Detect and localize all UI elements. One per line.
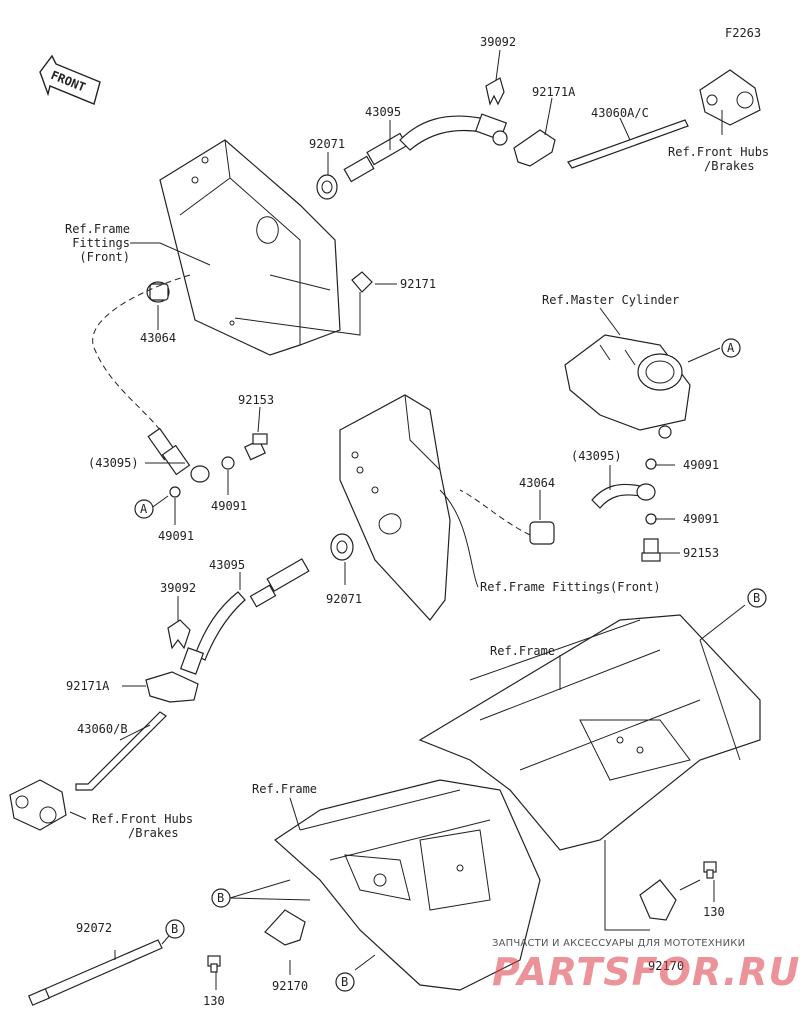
ref-frame-2: Ref.Frame: [252, 782, 317, 796]
ref-frame-1: Ref.Frame: [490, 644, 555, 658]
svg-text:B: B: [217, 891, 224, 905]
lower-frame: [274, 779, 541, 991]
right-hose-end: [591, 483, 641, 509]
svg-text:A: A: [140, 502, 148, 516]
label-92153-left: 92153: [238, 393, 274, 407]
front-direction-arrow: FRONT: [39, 54, 101, 105]
label-92153-right: 92153: [683, 546, 719, 560]
figure-code: F2263: [725, 26, 761, 40]
svg-text:B: B: [171, 922, 178, 936]
clamp-92170-right: [639, 879, 677, 921]
brake-pipe-43060B: [75, 711, 167, 791]
callout-a-left: A: [134, 499, 154, 519]
label-43064-left: 43064: [140, 331, 176, 345]
washer-49091-right-b: [645, 513, 657, 525]
svg-text:B: B: [753, 591, 760, 605]
watermark-logo: PARTSFOR.RU: [492, 950, 800, 994]
bolt-92153-left: [243, 433, 268, 461]
label-130-right: 130: [703, 905, 725, 919]
label-92170-right: 92170: [648, 959, 684, 973]
clip-39092-top: [485, 77, 505, 106]
grommet-43064-left: [146, 281, 170, 303]
label-43060B: 43060/B: [77, 722, 128, 736]
callout-b-tie: B: [165, 919, 185, 939]
bolt-92153-right: [641, 538, 661, 562]
label-92171A-top: 92171A: [532, 85, 576, 99]
upper-brake-hose: [343, 113, 508, 183]
front-hub-top: [699, 69, 761, 126]
upper-frame-bracket: [159, 139, 341, 356]
svg-text:B: B: [341, 975, 348, 989]
callout-b-top-right: B: [747, 588, 767, 608]
label-39092-top: 39092: [480, 35, 516, 49]
upper-grommet-92071: [316, 174, 338, 200]
middle-grommet-92071: [330, 533, 354, 561]
front-hub-bottom: [9, 779, 67, 831]
hose-route-left: [92, 274, 191, 431]
brake-pipe-43060AC: [567, 119, 689, 169]
middle-frame-bracket: [339, 394, 451, 621]
label-43064-right: 43064: [519, 476, 555, 490]
label-39092-mid: 39092: [160, 581, 196, 595]
label-43095-mid: 43095: [209, 558, 245, 572]
ref-frame-fittings-front-2: Ref.Frame Fittings(Front): [480, 580, 661, 594]
ref-front-hubs-brakes-top: Ref.Front Hubs/Brakes: [668, 145, 769, 173]
svg-text:A: A: [727, 341, 735, 355]
label-92171A-mid: 92171A: [66, 679, 110, 693]
label-130-left: 130: [203, 994, 225, 1008]
washer-49091-left-a: [221, 456, 235, 470]
bracket-92171A-mid: [145, 671, 199, 703]
washer-49091-left-b: [169, 486, 181, 498]
label-92071-top: 92071: [309, 137, 345, 151]
middle-brake-hose: [179, 558, 310, 675]
callout-b-frame: B: [211, 888, 231, 908]
left-hose-end: [147, 427, 210, 483]
callout-b-bottom: B: [335, 972, 355, 992]
label-92171: 92171: [400, 277, 436, 291]
bracket-92171A-top: [513, 129, 556, 167]
cable-tie-92072: [37, 939, 163, 1001]
label-49091-right-a: 49091: [683, 458, 719, 472]
grommet-43064-right: [529, 521, 555, 545]
label-49091-right-b: 49091: [683, 512, 719, 526]
clamp-92170-left: [264, 909, 306, 946]
label-43095-top: 43095: [365, 105, 401, 119]
callout-a-master: A: [721, 338, 741, 358]
hose-route-right: [459, 489, 531, 536]
label-49091-left-a: 49091: [211, 499, 247, 513]
bolt-130-left: [207, 955, 221, 973]
ref-master-cylinder: Ref.Master Cylinder: [542, 293, 679, 307]
clip-92171: [351, 271, 373, 293]
label-92071-mid: 92071: [326, 592, 362, 606]
watermark-tagline: ЗАПЧАСТИ И АКСЕССУАРЫ ДЛЯ МОТОТЕХНИКИ: [492, 938, 746, 949]
label-43095-paren-right: (43095): [571, 449, 622, 463]
clip-39092-mid: [167, 619, 191, 650]
upper-right-frame: [418, 614, 761, 851]
label-92072: 92072: [76, 921, 112, 935]
bolt-130-right: [703, 861, 717, 879]
washer-49091-right-a: [645, 458, 657, 470]
ref-front-hubs-brakes-bottom: Ref.Front Hubs/Brakes: [92, 812, 193, 840]
label-43060AC: 43060A/C: [591, 106, 649, 120]
master-cylinder: [564, 334, 691, 439]
leader-lines: [69, 49, 746, 990]
label-49091-left-b: 49091: [158, 529, 194, 543]
label-43095-paren-left: (43095): [88, 456, 139, 470]
label-92170-left: 92170: [272, 979, 308, 993]
